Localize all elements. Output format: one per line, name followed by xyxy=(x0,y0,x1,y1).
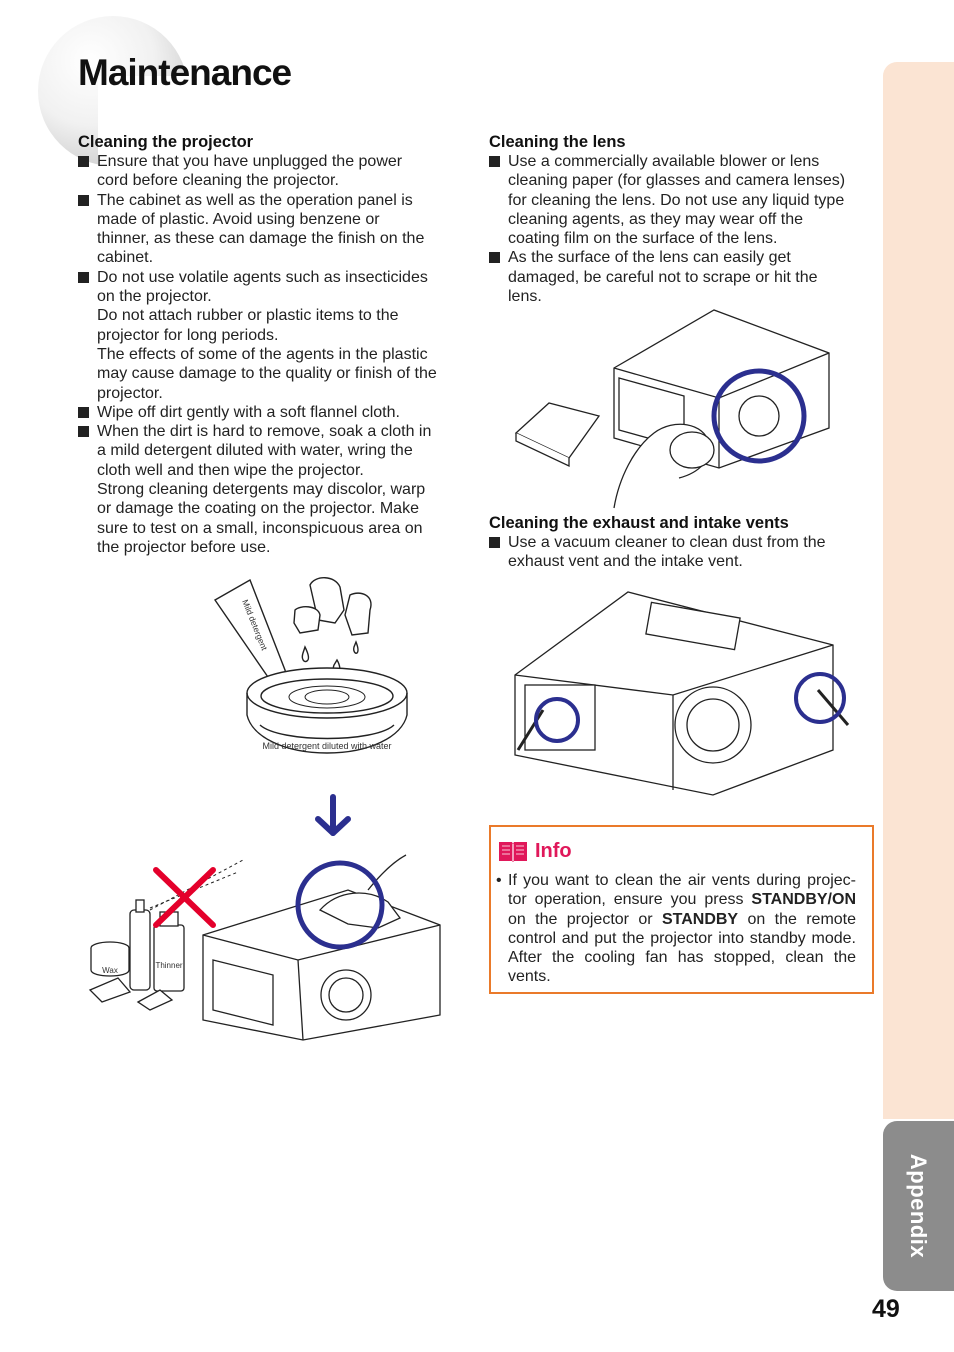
cleaning-lens-bullet-line: Use a commercially available blower or l… xyxy=(508,153,820,170)
cleaning-lens-bullet-line: lens. xyxy=(508,288,542,306)
info-title: Info xyxy=(535,840,572,862)
thinner-label: Thinner xyxy=(155,961,182,970)
cleaning-projector-bullet-line: Ensure that you have unplugged the power xyxy=(97,153,403,170)
square-bullet-icon xyxy=(78,426,89,438)
cleaning-lens-bullet-line: for cleaning the lens. Do not use any li… xyxy=(508,191,845,209)
cleaning-vents-heading: Cleaning the exhaust and intake vents xyxy=(489,514,789,532)
cleaning-vents-bullet-item: Use a vacuum cleaner to clean dust from … xyxy=(489,533,881,572)
cleaning-lens-bullet-line: cleaning paper (for glasses and camera l… xyxy=(508,172,846,190)
side-tab-background xyxy=(883,62,954,1119)
vent-cleaning-illustration xyxy=(514,591,850,796)
info-box xyxy=(489,825,874,994)
cleaning-vents-list: Use a vacuum cleaner to clean dust from … xyxy=(489,533,881,572)
cleaning-projector-bullet-item: Do not use volatile agents such as insec… xyxy=(78,268,468,403)
cleaning-projector-list: Ensure that you have unplugged the power… xyxy=(78,152,468,557)
cleaning-lens-bullet-item: As the surface of the lens can easily ge… xyxy=(489,248,881,306)
cleaning-vents-bullet-line: Use a vacuum cleaner to clean dust from … xyxy=(508,534,826,551)
info-text: • If you want to clean the air vents dur… xyxy=(496,871,856,987)
cleaning-projector-bullet-line: projector. xyxy=(97,384,163,402)
cleaning-projector-bullet-line: When the dirt is hard to remove, soak a … xyxy=(97,423,432,441)
appendix-tab[interactable] xyxy=(883,1121,954,1291)
cleaning-lens-bullet-line: As the surface of the lens can easily ge… xyxy=(508,249,791,267)
cleaning-projector-heading: Cleaning the projector xyxy=(78,133,254,151)
square-bullet-icon xyxy=(78,194,89,206)
info-text-part-1: If you want to clean the air vents durin… xyxy=(508,872,856,909)
cleaning-lens-bullet-line: coating film on the surface of the lens. xyxy=(508,230,778,248)
cleaning-projector-bullet-item: Wipe off dirt gently with a soft flannel… xyxy=(78,403,468,422)
lens-cleaning-illustration xyxy=(514,309,830,509)
cleaning-projector-bullet-line: cloth well and then wipe the projector. xyxy=(97,461,364,479)
info-text-part-3: on the remote control and put the projec… xyxy=(508,910,857,986)
cleaning-projector-bullet-line: The effects of some of the agents in the… xyxy=(97,345,428,363)
square-bullet-icon xyxy=(489,156,500,167)
cleaning-projector-bullet-line: Do not attach rubber or plastic items to… xyxy=(97,307,399,325)
cleaning-projector-bullet-line: made of plastic. Avoid using benzene or xyxy=(97,210,380,228)
cleaning-projector-bullet-line: Wipe off dirt gently with a soft flannel… xyxy=(97,403,400,421)
cleaning-projector-bullet-line: Strong cleaning detergents may discolor,… xyxy=(97,481,426,499)
page-number: 49 xyxy=(872,1295,900,1323)
cleaning-projector-bullet-line: on the projector. xyxy=(97,288,212,306)
cleaning-projector-bullet-line: Do not use volatile agents such as insec… xyxy=(97,268,428,286)
page-title: Maintenance xyxy=(78,52,292,93)
wax-label: Wax xyxy=(102,966,118,975)
info-text-part-2: on the projector or xyxy=(508,910,662,928)
cleaning-projector-bullet-item: When the dirt is hard to remove, soak a … xyxy=(78,422,468,557)
cleaning-projector-bullet-line: thinner, as these can damage the finish … xyxy=(97,230,425,248)
cleaning-projector-bullet-line: the projector before use. xyxy=(97,538,271,556)
cleaning-lens-bullet-line: cleaning agents, as they may wear off th… xyxy=(508,210,803,228)
standby-on-label: STANDBY/ON xyxy=(751,891,856,909)
cleaning-projector-bullet-line: a mild detergent diluted with water, wri… xyxy=(97,442,413,460)
book-icon xyxy=(499,842,527,862)
arrow-down-icon xyxy=(315,794,351,836)
cleaning-lens-heading: Cleaning the lens xyxy=(489,133,626,151)
cleaning-projector-bullet-line: cabinet. xyxy=(97,249,154,267)
cleaning-lens-bullet-line: damaged, be careful not to scrape or hit… xyxy=(508,268,818,286)
square-bullet-icon xyxy=(78,406,89,418)
square-bullet-icon xyxy=(489,252,500,264)
cleaning-projector-bullet-item: Ensure that you have unplugged the power… xyxy=(78,152,468,191)
square-bullet-icon xyxy=(78,156,89,167)
detergent-bowl-illustration: Mild detergent Mild detergent diluted wi… xyxy=(213,577,408,754)
standby-label: STANDBY xyxy=(661,910,739,928)
wipe-projector-illustration: Wax Thinner xyxy=(88,854,441,1041)
square-bullet-icon xyxy=(489,537,500,548)
bowl-label: Mild detergent diluted with water xyxy=(262,741,391,751)
cleaning-projector-bullet-line: may cause damage to the quality or finis… xyxy=(97,365,437,383)
cleaning-lens-bullet-item: Use a commercially available blower or l… xyxy=(489,152,881,248)
cleaning-projector-bullet-line: sure to test on a small, inconspicuous a… xyxy=(97,519,423,537)
appendix-tab-label: Appendix xyxy=(906,1153,931,1259)
cleaning-projector-bullet-line: projector for long periods. xyxy=(97,326,279,344)
cleaning-projector-bullet-line: or damage the coating on the projector. … xyxy=(97,500,419,518)
cleaning-projector-bullet-line: The cabinet as well as the operation pan… xyxy=(97,191,413,209)
square-bullet-icon xyxy=(78,271,89,283)
info-bullet: • xyxy=(496,872,502,889)
cleaning-projector-bullet-line: cord before cleaning the projector. xyxy=(97,172,339,190)
cleaning-projector-bullet-item: The cabinet as well as the operation pan… xyxy=(78,191,468,268)
cleaning-lens-list: Use a commercially available blower or l… xyxy=(489,152,881,306)
cleaning-vents-bullet-line: exhaust vent and the intake vent. xyxy=(508,553,743,571)
